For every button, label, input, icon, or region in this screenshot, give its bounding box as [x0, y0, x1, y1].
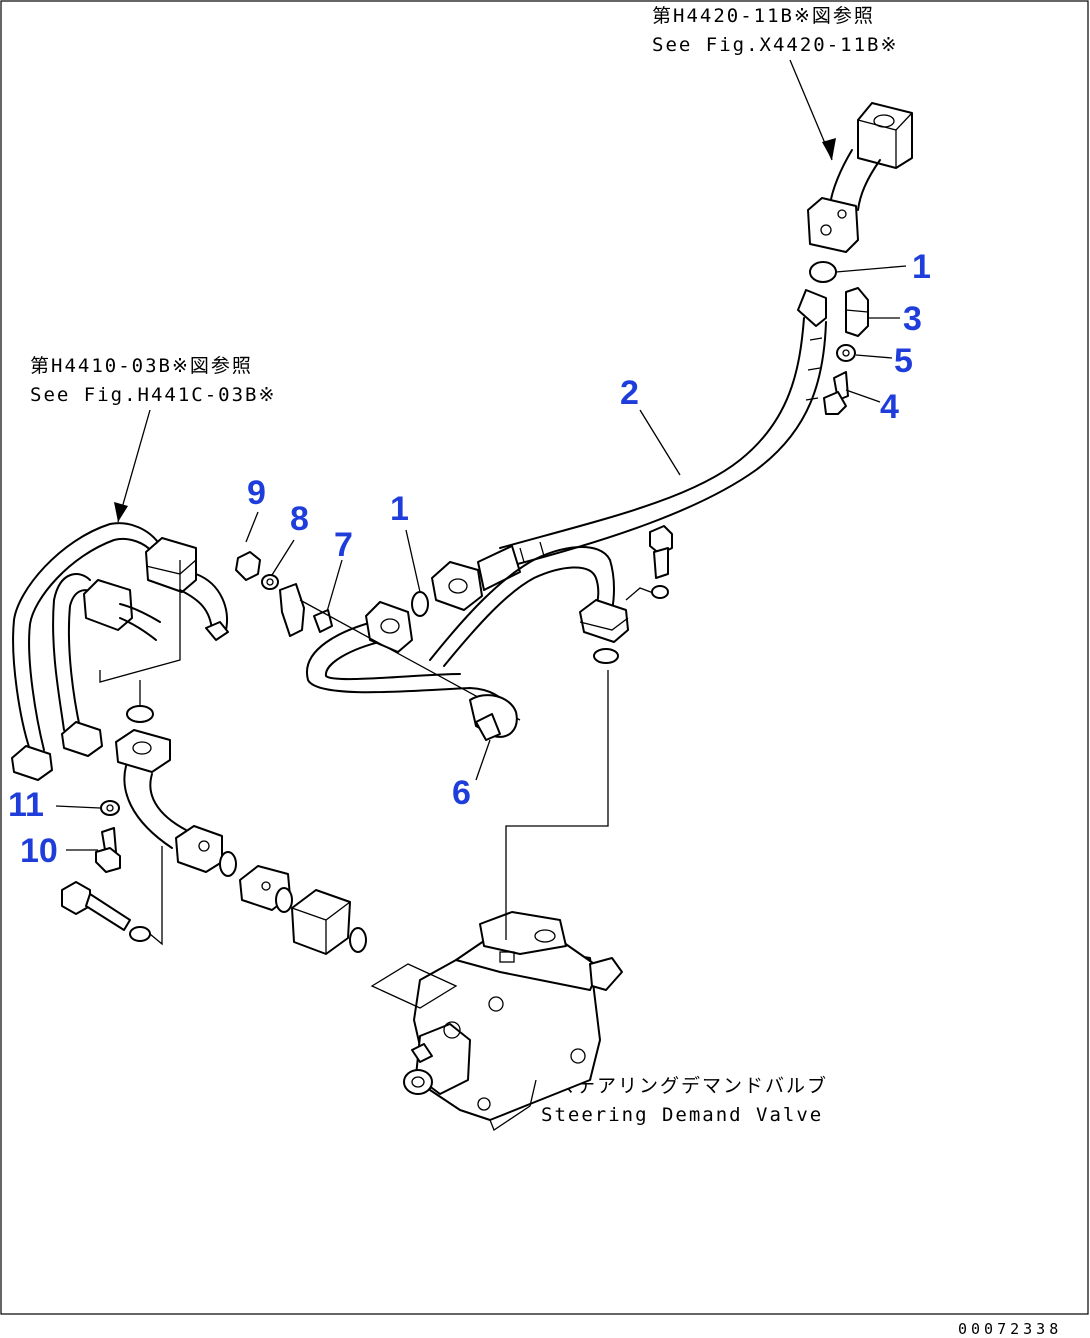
hose-assembly: [431, 289, 827, 611]
callout-7: 7: [334, 526, 353, 564]
callout-4: 4: [880, 388, 899, 426]
note-left-en: See Fig.H441C-03B※: [30, 384, 276, 406]
callout-8: 8: [290, 500, 309, 538]
callout-10: 10: [20, 832, 58, 870]
o-ring-middle: [411, 591, 429, 617]
bolt: [823, 371, 849, 415]
o-ring-left: [126, 705, 154, 723]
washer: [836, 344, 856, 362]
middle-pipe: [305, 546, 657, 736]
bolt-middle: [649, 525, 673, 599]
long-bolt: [61, 846, 163, 946]
drawing-number: 00072338: [958, 1320, 1062, 1338]
callout-1-middle: 1: [390, 490, 409, 528]
washer-left: [100, 800, 120, 816]
note-valve-jp: ステアリングデマンドバルブ: [555, 1074, 828, 1097]
lower-left-elbow: [115, 729, 223, 873]
o-ring-chain-2: [275, 887, 293, 913]
callout-1-upper: 1: [912, 248, 931, 286]
note-valve-en: Steering Demand Valve: [541, 1104, 823, 1126]
note-top-right-en: See Fig.X4420-11B※: [652, 34, 898, 56]
callout-11: 11: [8, 786, 44, 824]
split-flange: [845, 287, 869, 337]
callout-6: 6: [452, 774, 471, 812]
callout-9: 9: [247, 474, 266, 512]
clamp: [279, 583, 521, 721]
valve-leader-lines: [370, 648, 619, 1009]
nut: [235, 551, 261, 581]
o-ring-chain-3: [349, 927, 367, 953]
adapter-block: [291, 889, 351, 955]
callout-3: 3: [903, 300, 922, 338]
washer-small: [261, 574, 279, 590]
clip: [469, 694, 518, 741]
upper-right-pipe: [807, 102, 913, 253]
callout-5: 5: [894, 342, 913, 380]
note-left-jp: 第H4410-03B※図参照: [30, 355, 253, 377]
leader-lines: [55, 265, 907, 851]
left-pipe-assembly: [11, 522, 229, 781]
o-ring-chain-1: [219, 851, 237, 877]
o-ring-upper: [809, 261, 837, 283]
bolt-left: [95, 827, 121, 873]
note-top-right-jp: 第H4420-11B※図参照: [652, 5, 875, 27]
reference-arrow-top: [789, 59, 836, 161]
reference-arrow-left: [114, 409, 151, 523]
steering-demand-valve: [403, 911, 623, 1131]
callout-2: 2: [620, 374, 639, 412]
